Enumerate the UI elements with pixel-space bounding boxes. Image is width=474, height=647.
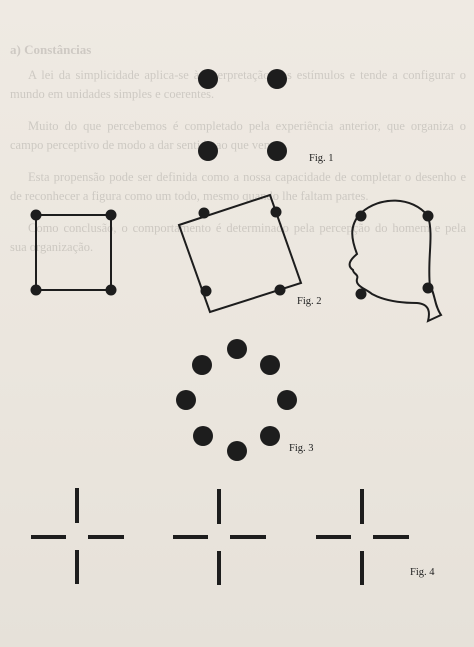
fig2-dot: [355, 288, 367, 300]
fig4-cross-right: [316, 489, 409, 585]
fig4-cross-left: [31, 488, 124, 584]
paragraph-2: Muito do que percebemos é completado pel…: [10, 118, 466, 153]
figure-3: [176, 339, 297, 461]
fig3-dot: [260, 426, 280, 446]
figure-2: [35, 193, 443, 323]
paragraph-1: A lei da simplicidade aplica-se à interp…: [10, 67, 466, 102]
figure-4: [31, 488, 409, 585]
fig2-dot: [422, 210, 434, 222]
fig2-rotated-square: [177, 193, 303, 314]
fig3-dot: [193, 426, 213, 446]
fig2-square: [35, 214, 112, 291]
fig2-dot: [355, 210, 367, 222]
fig4-caption: Fig. 4: [410, 567, 435, 578]
fig1-dot: [267, 69, 287, 89]
figure-2-dots: [30, 206, 434, 300]
fig2-dot: [105, 209, 117, 221]
fig2-dot: [198, 207, 210, 219]
fig2-dot: [422, 282, 434, 294]
fig2-dot: [30, 209, 42, 221]
fig2-dot: [200, 285, 212, 297]
fig3-dot: [176, 390, 196, 410]
fig3-dot: [192, 355, 212, 375]
fig2-dot: [274, 284, 286, 296]
fig3-dot: [260, 355, 280, 375]
fig3-caption: Fig. 3: [289, 443, 314, 454]
fig3-dot: [227, 339, 247, 359]
figure-1: [198, 69, 287, 161]
fig2-dot: [30, 284, 42, 296]
section-heading: a) Constâncias: [10, 42, 92, 57]
fig2-caption: Fig. 2: [297, 296, 322, 307]
fig4-cross-middle: [173, 489, 266, 585]
faded-background-text: a) Constâncias A lei da simplicidade apl…: [10, 40, 466, 270]
fig1-dot: [267, 141, 287, 161]
fig1-caption: Fig. 1: [309, 153, 334, 164]
paragraph-3: Esta propensão pode ser definida como a …: [10, 169, 466, 204]
fig3-dot: [277, 390, 297, 410]
paragraph-4: Como conclusão, o comportamento é determ…: [10, 220, 466, 255]
fig2-dot: [270, 206, 282, 218]
fig2-dot: [105, 284, 117, 296]
fig2-face-profile: [348, 199, 443, 323]
fig3-dot: [227, 441, 247, 461]
fig1-dot: [198, 69, 218, 89]
fig1-dot: [198, 141, 218, 161]
